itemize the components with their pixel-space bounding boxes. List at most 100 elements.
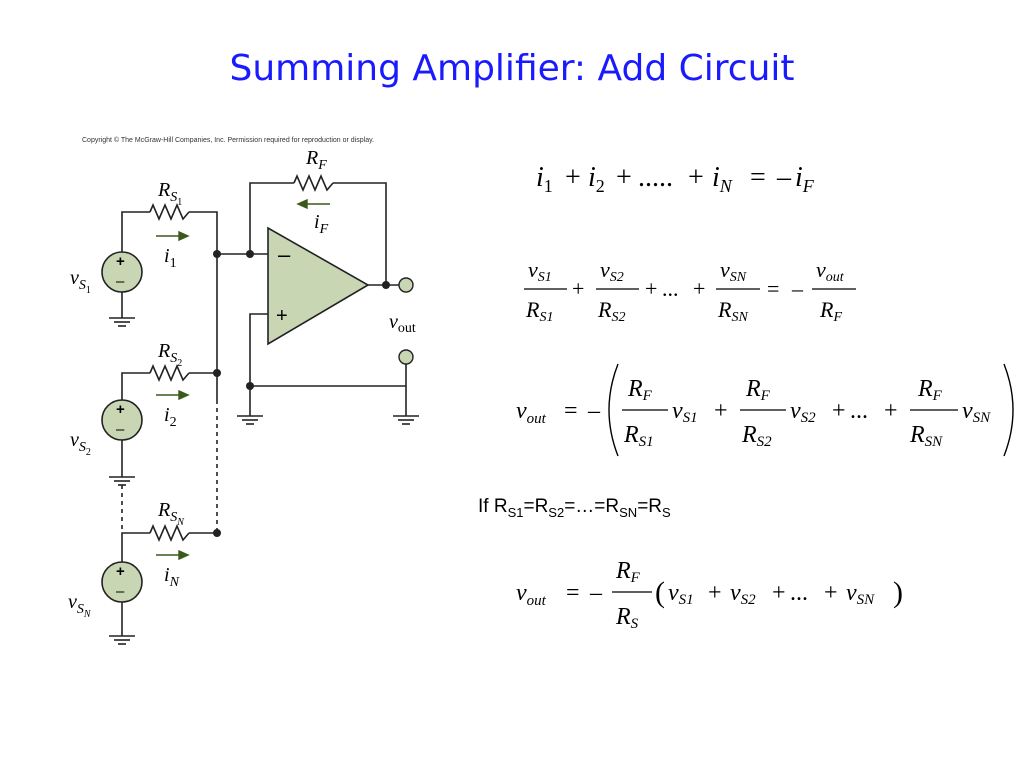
label-i1: i1 [164, 245, 177, 271]
eq1-plus-1: + [565, 162, 581, 193]
eq4-num-rf: RF [615, 558, 641, 586]
junction-output [382, 281, 390, 289]
eq4-left-paren: ( [655, 576, 665, 609]
resistor-rsn [149, 523, 190, 543]
arrow-in-head [178, 549, 190, 561]
eq2-dots: ... [662, 276, 679, 301]
eq1-term-i2: i2 [588, 162, 605, 196]
resistor-rf [293, 173, 334, 193]
eq3-den-rs1: RS1 [623, 422, 654, 450]
eq3-vsn: vSN [962, 398, 991, 426]
current-arrows [156, 198, 330, 561]
eq4-plus-3: + [824, 580, 838, 606]
eq4-equals: = [566, 580, 580, 606]
junction-dots [213, 250, 390, 537]
label-rsn: RSN [157, 499, 185, 528]
eq4-plus-1: + [708, 580, 722, 606]
sourcen-plus: + [116, 563, 125, 580]
arrow-i2-head [178, 389, 190, 401]
eq4-vout: vout [516, 580, 547, 609]
eq2-den-rsn: RSN [717, 297, 748, 325]
opamp-noninverting-sign: + [276, 305, 288, 327]
voltage-source-n [101, 561, 143, 603]
eq3-plus-1: + [714, 398, 728, 424]
eq4-plus-2: + [772, 580, 786, 606]
eq2-num-vs1: vS1 [528, 257, 552, 285]
eq3-left-paren [608, 363, 619, 457]
label-vs2: vS2 [70, 429, 91, 458]
source1-minus: – [116, 273, 125, 290]
source2-minus: – [116, 421, 125, 438]
eq1-term-i1: i1 [536, 162, 553, 196]
arrow-if-head [296, 198, 308, 210]
junction-feedback [246, 250, 254, 258]
label-rs2: RS2 [157, 340, 182, 369]
eq4-den-rs: RS [615, 604, 639, 632]
condition-sub-sn: SN [619, 504, 638, 520]
source2-plus: + [116, 401, 125, 418]
eq3-den-rsn: RSN [909, 422, 943, 450]
eq2-num-vout: vout [816, 257, 845, 285]
eq2-den-rf: RF [819, 297, 842, 325]
eq3-equals: = [564, 398, 578, 424]
source1-plus: + [116, 253, 125, 270]
resistor-rs1 [149, 202, 190, 222]
eq3-dots: ... [850, 398, 868, 424]
junction-node-2 [213, 369, 221, 377]
eq2-num-vsn: vSN [720, 257, 747, 285]
condition-text-3: =R [637, 496, 663, 517]
wire-s2-top [121, 372, 150, 400]
eq3-plus-3: + [884, 398, 898, 424]
eq2-plus-2: + [645, 276, 657, 301]
eq2-neg: – [791, 276, 804, 301]
equal-resistor-condition: If RS1=RS2=…=RSN=RS [478, 496, 671, 520]
opamp-triangle [267, 226, 370, 346]
circuit-wires [109, 173, 419, 645]
condition-text-1: =R [523, 496, 549, 517]
eq1-plus-3: + [688, 162, 704, 193]
condition-sub-s: S [662, 504, 671, 520]
junction-node-n [213, 529, 221, 537]
equation-kcl: vS1 RS1 + vS2 RS2 + ... + vSN RSN = – vo… [524, 257, 856, 325]
wire-s1-top [121, 211, 150, 252]
wire-feedback-left [249, 182, 294, 254]
eq2-plus-3: + [693, 276, 705, 301]
label-vs1: vS1 [70, 267, 91, 296]
sourcen-minus: – [116, 583, 125, 600]
eq4-dots: ... [790, 580, 808, 606]
eq2-num-vs2: vS2 [600, 257, 624, 285]
eq3-den-rs2: RS2 [741, 422, 772, 450]
wire-feedback-right [333, 182, 387, 285]
output-terminal-top [398, 277, 414, 293]
label-i2: i2 [164, 404, 177, 430]
equation-vout-equal-resistors: vout = – RF RS ( vS1 + vS2 + ... + vSN ) [516, 558, 903, 632]
eq4-vs1: vS1 [668, 580, 694, 608]
label-if: iF [314, 211, 329, 237]
label-vsn: vSN [68, 591, 92, 620]
condition-prefix: If R [478, 496, 508, 517]
eq3-vout: vout [516, 398, 547, 427]
voltage-source-1 [101, 251, 143, 293]
wire-sn-top [121, 532, 150, 562]
eq4-neg: – [589, 580, 603, 606]
eq4-vs2: vS2 [730, 580, 756, 608]
eq2-den-rs1: RS1 [525, 297, 553, 325]
eq3-num-rf-3: RF [917, 376, 943, 404]
eq4-vsn: vSN [846, 580, 875, 608]
eq3-num-rf-1: RF [627, 376, 653, 404]
eq1-term-in: iN [712, 162, 733, 196]
junction-node-1 [213, 250, 221, 258]
arrow-i1-head [178, 230, 190, 242]
eq1-plus-2: + [616, 162, 632, 193]
eq3-right-paren [1003, 363, 1014, 457]
equation-current-sum: i1 + i2 + ..... + iN = – iF [536, 162, 815, 196]
eq1-neg: – [776, 162, 792, 193]
eq3-vs1: vS1 [672, 398, 698, 426]
condition-text-2: =…=R [564, 496, 620, 517]
equation-vout-general: vout = – RF RS1 vS1 + RF RS2 vS2 + ... +… [516, 363, 1014, 457]
eq3-num-rf-2: RF [745, 376, 771, 404]
label-in: iN [164, 564, 180, 590]
eq2-plus-1: + [572, 276, 584, 301]
eq1-equals: = [750, 162, 766, 193]
condition-sub-s2: S2 [548, 504, 565, 520]
